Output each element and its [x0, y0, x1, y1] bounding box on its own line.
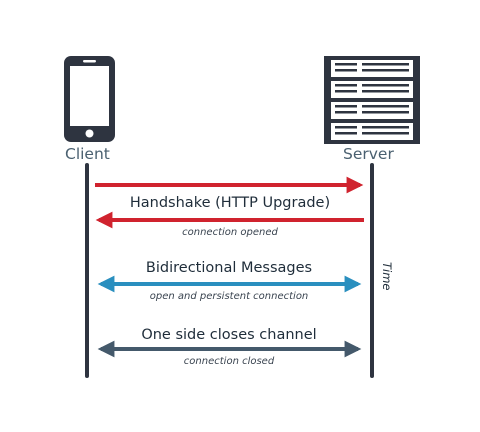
time-axis-label: Time: [380, 262, 394, 291]
close-channel-note: connection closed: [183, 356, 275, 367]
server-label: Server: [343, 145, 394, 163]
server-icon: [324, 56, 420, 144]
bidirectional-note: open and persistent connection: [149, 291, 309, 302]
client-label: Client: [65, 145, 110, 163]
phone-icon: [64, 56, 115, 142]
handshake-label: Handshake (HTTP Upgrade): [129, 195, 331, 211]
handshake-note: connection opened: [182, 227, 278, 238]
bidirectional-label: Bidirectional Messages: [145, 260, 313, 276]
close-channel-label: One side closes channel: [141, 327, 317, 343]
